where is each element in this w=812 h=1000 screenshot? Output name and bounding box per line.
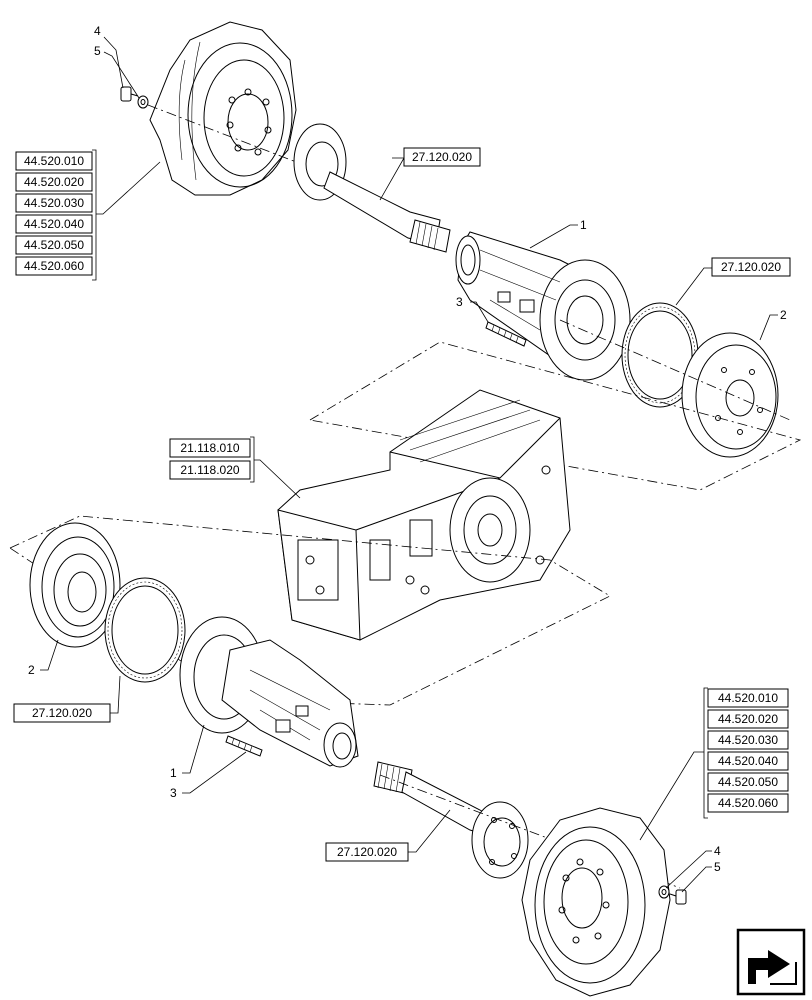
ref-bottom-right-2[interactable]: 44.520.020 [718,712,778,726]
callout-top-1: 1 [580,218,587,232]
svg-text:27.120.020: 27.120.020 [32,706,92,720]
top-wheel-disc [149,21,297,196]
bottom-bolt [669,889,687,905]
svg-text:27.120.020: 27.120.020 [337,845,397,859]
bottom-washer [658,885,670,899]
callout-bottom-1: 1 [170,766,177,780]
transmission-housing [277,389,571,641]
ref-ring-bottom[interactable]: 27.120.020 [13,703,111,723]
bottom-axle-shaft [373,761,529,879]
callout-bottom-4: 4 [714,844,721,858]
callout-top-4: 4 [94,24,101,38]
bottom-axle-housing [179,616,359,768]
ref-group-top-left: 44.520.010 44.520.020 44.520.030 44.520.… [15,149,97,281]
ref-top-left-3[interactable]: 44.520.030 [24,196,84,210]
ref-top-left-6[interactable]: 44.520.060 [24,259,84,273]
svg-text:27.120.020: 27.120.020 [412,150,472,164]
ref-group-housing: 21.118.010 21.118.020 [169,436,255,483]
top-bolt-3 [485,321,527,347]
ref-housing-2[interactable]: 21.118.020 [180,463,239,477]
callout-left-2: 2 [28,663,35,677]
ref-shaft-bottom[interactable]: 27.120.020 [325,842,409,862]
ref-top-left-4[interactable]: 44.520.040 [24,217,84,231]
center-dashed-frame-top [308,341,802,491]
ref-shaft-top[interactable]: 27.120.020 [403,147,481,167]
ref-group-bottom-right: 44.520.010 44.520.020 44.520.030 44.520.… [703,687,789,819]
bottom-bolt-3 [225,735,263,757]
bottom-wheel-disc [521,807,671,997]
top-axle-housing [455,231,631,381]
callout-bottom-5: 5 [714,860,721,874]
left-plate-2 [29,522,121,648]
ref-housing-1[interactable]: 21.118.010 [180,441,239,455]
svg-text:27.120.020: 27.120.020 [721,260,781,274]
ref-bottom-right-3[interactable]: 44.520.030 [718,733,778,747]
ref-top-left-5[interactable]: 44.520.050 [24,238,84,252]
arrow-out-of-page-icon[interactable] [736,928,806,996]
callout-top-2: 2 [780,308,787,322]
top-axle-shaft [293,123,451,253]
ref-top-left-1[interactable]: 44.520.010 [24,154,84,168]
callout-top-3: 3 [456,295,463,309]
top-washer [137,95,149,109]
ref-bottom-right-1[interactable]: 44.520.010 [718,691,778,705]
top-bolt [120,86,139,102]
ref-ring-top[interactable]: 27.120.020 [711,257,791,277]
ref-bottom-right-6[interactable]: 44.520.060 [718,796,778,810]
callout-top-5: 5 [94,44,101,58]
ref-bottom-right-4[interactable]: 44.520.040 [718,754,778,768]
ref-top-left-2[interactable]: 44.520.020 [24,175,84,189]
top-plate-2 [681,332,779,458]
left-gear-ring [104,577,186,683]
callout-bottom-3: 3 [170,786,177,800]
ref-bottom-right-5[interactable]: 44.520.050 [718,775,778,789]
